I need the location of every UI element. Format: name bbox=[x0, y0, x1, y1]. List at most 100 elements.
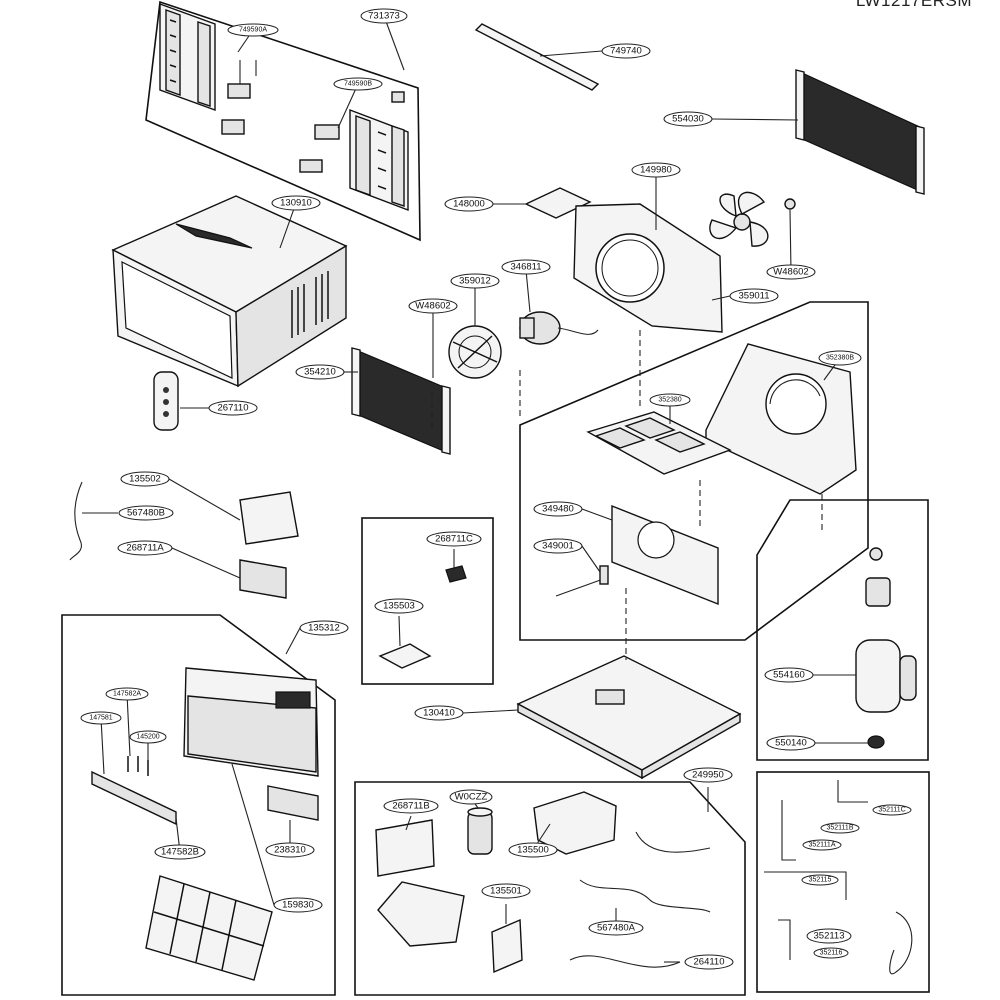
callout-label: 268711B bbox=[392, 801, 429, 812]
callout-749740: 749740 bbox=[601, 43, 651, 59]
fan-duct-group-frame bbox=[519, 301, 869, 641]
callout-label: 359011 bbox=[739, 291, 770, 302]
evaporator-coil bbox=[351, 347, 451, 455]
callout-label: 352113 bbox=[814, 931, 845, 942]
callout-130410: 130410 bbox=[414, 705, 464, 721]
callout-148000: 148000 bbox=[444, 196, 494, 212]
callout-W48602-a: W48602 bbox=[408, 298, 458, 314]
refrigerant-tubing bbox=[764, 780, 913, 975]
compressor bbox=[855, 547, 917, 713]
callout-346811: 346811 bbox=[501, 259, 551, 275]
scroll-housing bbox=[705, 343, 857, 495]
callout-249950: 249950 bbox=[683, 767, 733, 783]
compressor-mount bbox=[867, 735, 885, 749]
drain-tube bbox=[555, 565, 609, 597]
wire-harness-b bbox=[569, 955, 681, 968]
callout-label: 352115 bbox=[809, 877, 832, 884]
callout-label: 268711A bbox=[126, 543, 164, 554]
callout-label: 349480 bbox=[542, 504, 574, 515]
front-panel-bracket bbox=[611, 504, 719, 606]
electrical-cover bbox=[533, 791, 617, 855]
motor-mount-plate bbox=[524, 187, 592, 219]
wire-harness-a bbox=[579, 879, 711, 913]
callout-352116: 352116 bbox=[813, 947, 849, 959]
callout-145200: 145200 bbox=[129, 730, 167, 744]
callout-749590B: 749590B bbox=[333, 77, 383, 91]
callout-147581: 147581 bbox=[80, 711, 122, 725]
electrical-box-group-frame bbox=[354, 781, 746, 996]
callout-349001: 349001 bbox=[533, 538, 583, 554]
display-pcb bbox=[239, 559, 287, 599]
callout-159830: 159830 bbox=[273, 897, 323, 913]
callout-label: 130910 bbox=[280, 198, 312, 209]
callout-label: 135503 bbox=[383, 601, 415, 612]
model-number: LW1217ERSM bbox=[855, 0, 972, 10]
callout-label: 749740 bbox=[610, 46, 642, 57]
callout-238310: 238310 bbox=[265, 842, 315, 858]
callout-567480A: 567480A bbox=[588, 920, 644, 936]
callout-label: 130410 bbox=[423, 708, 455, 719]
callout-label: 149980 bbox=[640, 165, 672, 176]
callout-label: 159830 bbox=[282, 900, 314, 911]
refrigerant-tubing-group-frame bbox=[756, 771, 930, 993]
callout-label: 352380 bbox=[658, 397, 681, 404]
callout-label: 148000 bbox=[453, 199, 485, 210]
control-pcb-group-frame bbox=[361, 517, 494, 685]
assembly-guide-1 bbox=[625, 330, 641, 660]
callout-W48602-b: W48602 bbox=[766, 264, 816, 280]
control-panel-overlay bbox=[267, 785, 319, 821]
callout-149980: 149980 bbox=[631, 162, 681, 178]
callout-label: 731373 bbox=[368, 11, 400, 22]
pcb-insulator bbox=[445, 565, 467, 583]
callout-label: 147582B bbox=[161, 847, 199, 858]
outer-cabinet bbox=[111, 195, 348, 388]
callout-label: 352111B bbox=[827, 825, 854, 832]
fan-clamp-nut bbox=[784, 198, 796, 210]
callout-label: 550140 bbox=[775, 738, 807, 749]
base-pan bbox=[516, 655, 742, 780]
callout-label: 135312 bbox=[308, 623, 340, 634]
callout-135312: 135312 bbox=[299, 620, 349, 636]
callout-label: 567480B bbox=[127, 508, 165, 519]
callout-147582A: 147582A bbox=[105, 687, 149, 701]
callout-352111C: 352111C bbox=[872, 804, 912, 816]
blower-wheel bbox=[448, 325, 502, 379]
callout-359012: 359012 bbox=[450, 273, 500, 289]
callout-352111B: 352111B bbox=[820, 822, 860, 834]
callout-label: 352111C bbox=[878, 807, 905, 814]
side-louver-left bbox=[159, 3, 216, 111]
callout-554160: 554160 bbox=[764, 667, 814, 683]
callout-label: 238310 bbox=[274, 845, 306, 856]
callout-label: 554030 bbox=[672, 114, 704, 125]
callout-267110: 267110 bbox=[208, 400, 258, 416]
callout-268711A: 268711A bbox=[117, 540, 173, 556]
front-grille bbox=[183, 667, 319, 777]
callout-554030: 554030 bbox=[663, 111, 713, 127]
callout-label: 346811 bbox=[511, 262, 542, 273]
callout-label: 268711C bbox=[435, 534, 473, 545]
callout-W0CZZ: W0CZZ bbox=[449, 789, 493, 805]
callout-label: 349001 bbox=[542, 541, 574, 552]
callout-label: 749590A bbox=[239, 27, 267, 34]
callout-147582B: 147582B bbox=[154, 844, 206, 860]
callout-354210: 354210 bbox=[295, 364, 345, 380]
wire-harness-c bbox=[635, 831, 711, 853]
callout-label: W0CZZ bbox=[455, 792, 488, 803]
callout-749590A: 749590A bbox=[227, 23, 279, 37]
assembly-guide-3 bbox=[699, 480, 823, 530]
callout-label: 147581 bbox=[89, 715, 112, 722]
callout-352113: 352113 bbox=[806, 928, 852, 944]
condenser-coil bbox=[795, 69, 925, 195]
callout-268711B: 268711B bbox=[383, 798, 439, 814]
front-grille-group-frame bbox=[61, 614, 336, 996]
callout-731373: 731373 bbox=[360, 8, 408, 24]
callout-264110: 264110 bbox=[684, 954, 734, 970]
wire-harness-display bbox=[69, 481, 83, 561]
callout-268711C: 268711C bbox=[426, 531, 482, 547]
side-louver-group-frame bbox=[145, 0, 421, 242]
callout-550140: 550140 bbox=[766, 735, 816, 751]
side-louver-right bbox=[349, 108, 409, 212]
callout-label: 135500 bbox=[517, 845, 549, 856]
callout-label: 135502 bbox=[129, 474, 161, 485]
